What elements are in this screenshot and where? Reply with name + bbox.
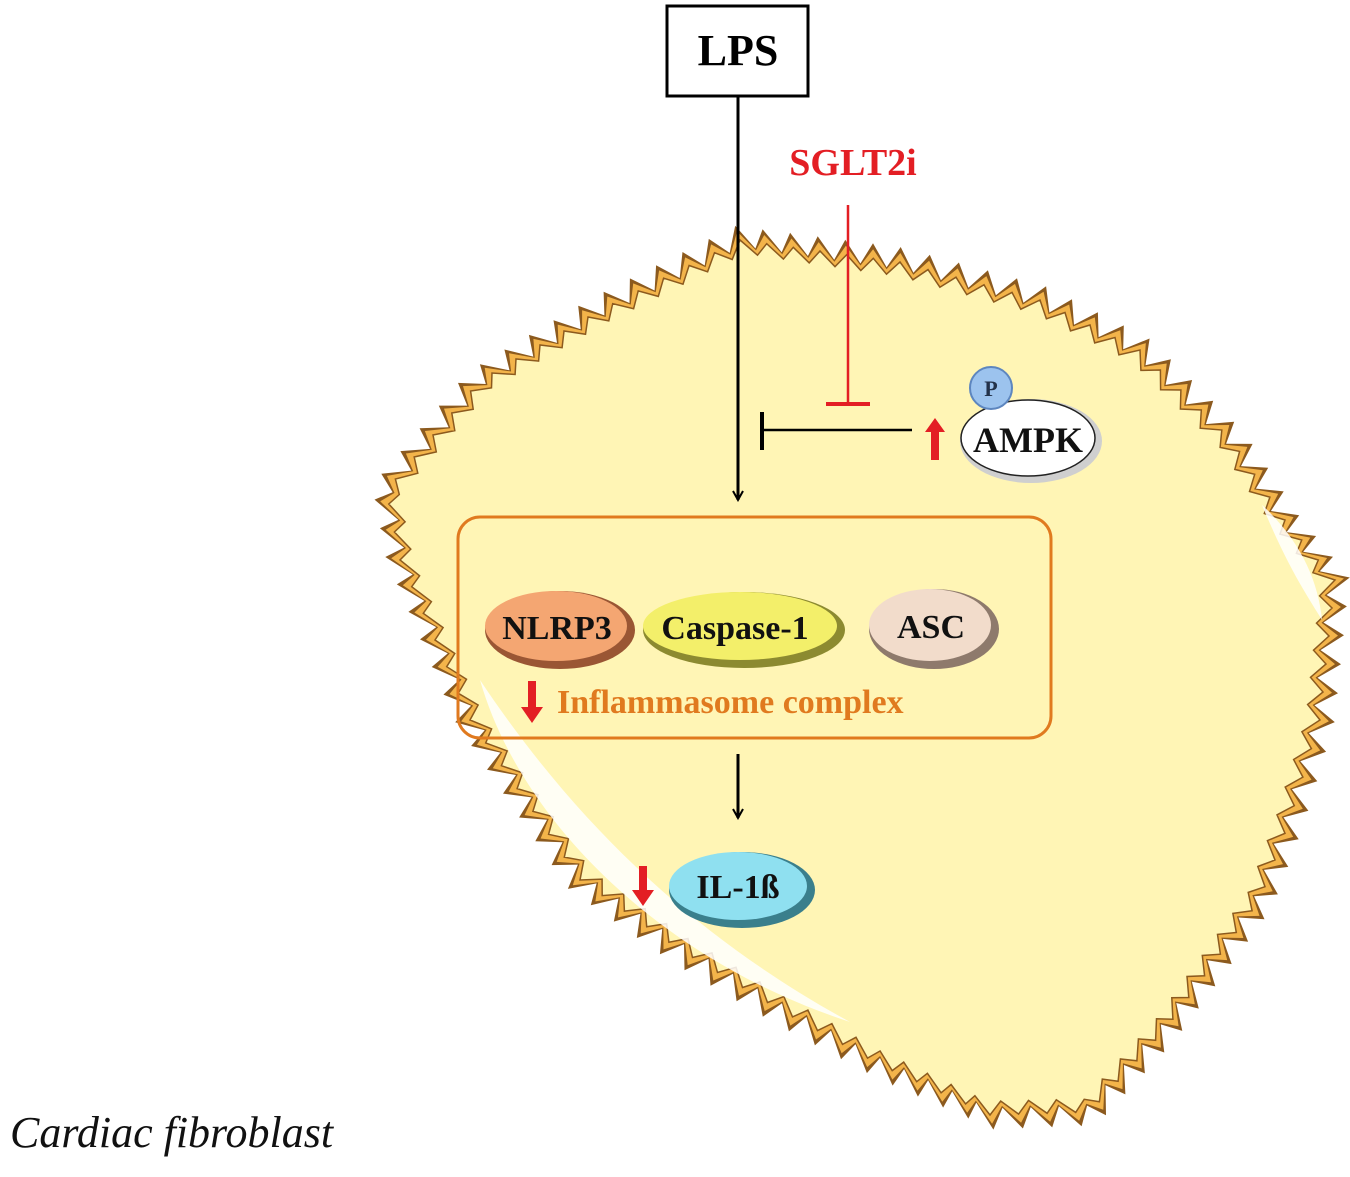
sglt2i-label: SGLT2i <box>789 142 916 184</box>
phospho-icon: P <box>969 366 1013 410</box>
cell-cytoplasm <box>387 238 1337 1117</box>
ampk-label: AMPK <box>973 420 1083 460</box>
lps-label: LPS <box>698 26 779 75</box>
down-arrow-icon <box>632 866 654 906</box>
asc-node: ASC <box>869 589 999 669</box>
il1b-label: IL-1ß <box>696 869 779 906</box>
il1b-node: IL-1ß <box>669 852 815 928</box>
cell-caption: Cardiac fibroblast <box>10 1108 335 1157</box>
svg-text:P: P <box>984 376 997 401</box>
nlrp3-label: NLRP3 <box>502 610 612 647</box>
nlrp3-node: NLRP3 <box>485 591 635 669</box>
sglt2i-inhibition <box>826 205 870 406</box>
asc-label: ASC <box>897 609 965 646</box>
complex-box <box>456 515 1053 740</box>
inflammasome-complex: NLRP3 Caspase-1 ASC Inflammasome complex <box>456 515 1053 740</box>
down-arrow-icon <box>521 681 543 723</box>
caspase-1-node: Caspase-1 <box>643 592 845 668</box>
cell <box>374 225 1350 1130</box>
lps-box <box>665 4 810 98</box>
complex-label: Inflammasome complex <box>557 684 904 721</box>
ampk-node: AMPK P <box>960 366 1102 483</box>
lps-node: LPS <box>665 4 810 98</box>
up-arrow-icon <box>925 418 945 460</box>
caspase-1-label: Caspase-1 <box>661 610 808 647</box>
ampk-inhibition <box>760 412 912 450</box>
cytoplasm-highlight-right <box>1262 505 1322 620</box>
